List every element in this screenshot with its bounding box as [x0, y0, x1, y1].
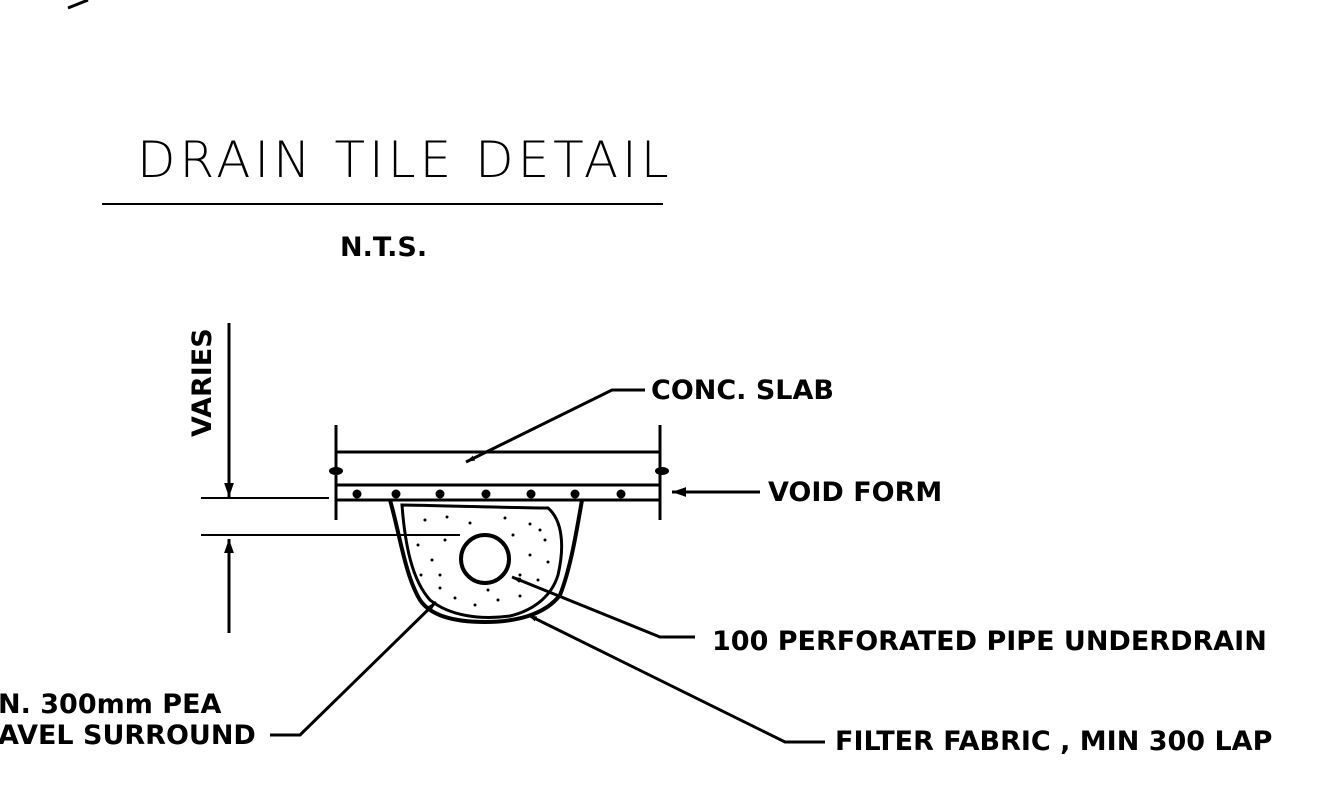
perforated-pipe — [459, 533, 511, 585]
gravel-leader — [270, 600, 438, 737]
void-form-label: VOID FORM — [768, 477, 942, 508]
pipe-label: 100 PERFORATED PIPE UNDERDRAIN — [712, 626, 1267, 657]
conc-slab-label: CONC. SLAB — [651, 375, 834, 406]
filter-fabric — [388, 499, 584, 625]
conc-slab-leader — [465, 388, 645, 464]
scale-note: N.T.S. — [340, 232, 427, 263]
gravel-label-line2: AVEL SURROUND — [0, 720, 256, 751]
stray-mark — [67, 0, 89, 10]
varies-label: VARIES — [187, 328, 218, 437]
filter-fabric-label: FILTER FABRIC , MIN 300 LAP — [835, 726, 1272, 757]
gravel-label-line1: N. 300mm PEA — [0, 689, 222, 720]
detail-title: DRAIN TILE DETAIL — [137, 131, 673, 189]
rebar-dots — [352, 489, 626, 499]
gravel-stipple — [416, 515, 550, 607]
pipe-leader — [511, 575, 695, 639]
filter-fabric-leader — [527, 613, 825, 744]
pea-gravel-surround — [400, 503, 564, 619]
